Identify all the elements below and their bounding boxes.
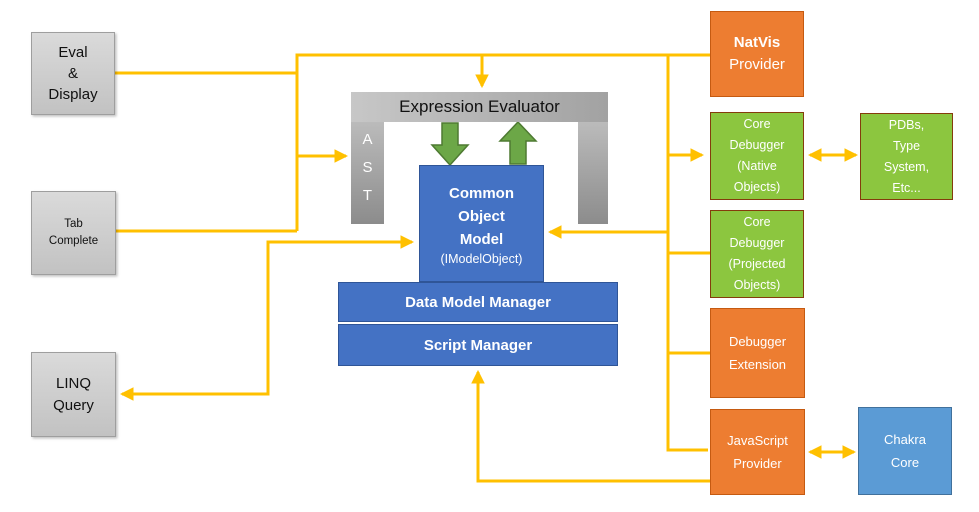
connector-right-bus-to-js-provider — [666, 55, 708, 452]
natvis-subtitle: Provider — [729, 56, 785, 73]
eval-display-label: Eval&Display — [48, 44, 98, 103]
data-model-manager-label: Data Model Manager — [405, 293, 551, 311]
connector-arrow-script-manager — [471, 369, 710, 483]
node-script-manager: Script Manager — [338, 324, 618, 366]
node-natvis-provider: NatVis Provider — [710, 11, 804, 97]
script-manager-label: Script Manager — [423, 336, 533, 354]
expression-evaluator-label: Expression Evaluator — [399, 97, 560, 116]
node-eval-display: Eval&Display — [31, 32, 115, 115]
connector-linq-com-double-arrow — [119, 235, 415, 401]
block-arrow-up-icon — [498, 120, 538, 165]
imodelobject-label: (IModelObject) — [440, 251, 523, 266]
node-data-model-manager: Data Model Manager — [338, 282, 618, 322]
connector-left-bus-to-natvis — [295, 53, 710, 231]
block-arrow-down-icon — [430, 122, 470, 167]
node-expression-evaluator: Expression Evaluator — [351, 92, 608, 122]
natvis-title: NatVis — [733, 34, 781, 51]
